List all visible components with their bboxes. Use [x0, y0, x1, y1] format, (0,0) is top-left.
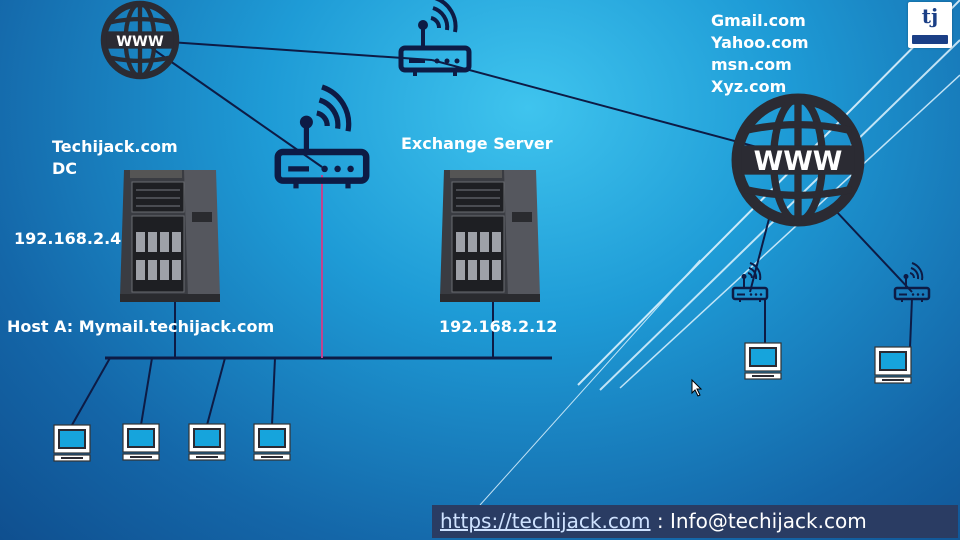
domain-item: Xyz.com: [711, 77, 787, 96]
wireless-router-icon: [893, 261, 931, 304]
computer-monitor-icon: [744, 342, 782, 380]
domain-item: Gmail.com: [711, 11, 806, 30]
tower-server-icon: [439, 169, 541, 303]
computer-monitor-icon: [253, 423, 291, 461]
wireless-router-icon: [731, 261, 769, 304]
www-globe-icon: WWW: [737, 99, 859, 221]
dc-role-label: DC: [52, 159, 78, 178]
wireless-router-icon: [278, 87, 366, 188]
external-domains-list: Gmail.com Yahoo.com msn.com Xyz.com: [711, 10, 809, 98]
domain-item: Yahoo.com: [711, 33, 809, 52]
logo-band: [912, 35, 948, 44]
domain-item: msn.com: [711, 55, 792, 74]
connections: [71, 39, 913, 426]
techijack-logo: tj: [908, 2, 952, 48]
tower-server-icon: [119, 169, 221, 303]
website-link[interactable]: https://techijack.com: [440, 509, 651, 533]
computer-monitor-icon: [122, 423, 160, 461]
contact-email[interactable]: Info@techijack.com: [669, 509, 867, 533]
exchange-server-label: Exchange Server: [401, 134, 553, 153]
exchange-ip-label: 192.168.2.12: [439, 317, 558, 336]
wireless-router-icon: [401, 0, 469, 76]
globe-label: WWW: [754, 146, 843, 177]
mouse-cursor-icon: [691, 378, 703, 397]
computer-monitor-icon: [874, 346, 912, 384]
logo-mark: tj: [921, 4, 939, 28]
www-globe-icon: WWW: [104, 4, 176, 76]
computer-monitor-icon: [188, 423, 226, 461]
host-record-label: Host A: Mymail.techijack.com: [7, 317, 275, 336]
globe-label: WWW: [116, 34, 164, 50]
computer-monitor-icon: [53, 424, 91, 462]
dc-ip-label: 192.168.2.4: [14, 229, 122, 248]
footer-contact-bar: https://techijack.com : Info@techijack.c…: [432, 505, 958, 538]
footer-separator: :: [650, 509, 670, 533]
dc-domain-label: Techijack.com: [52, 137, 178, 156]
